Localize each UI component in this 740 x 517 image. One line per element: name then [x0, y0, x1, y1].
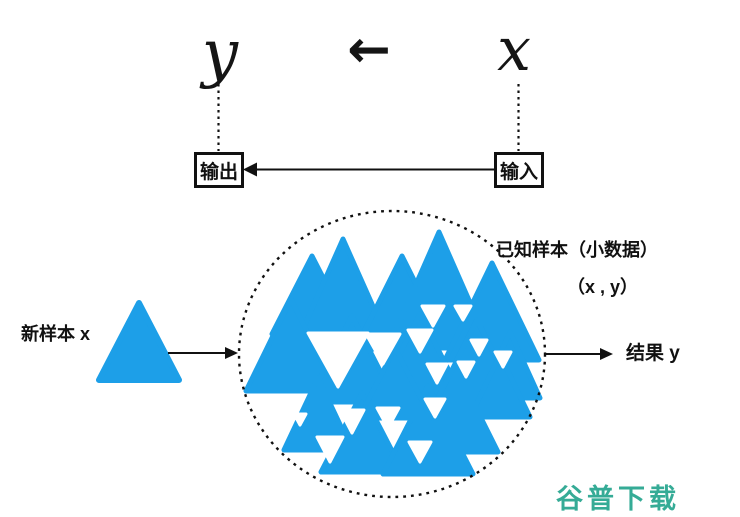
- new-sample-shape: [96, 300, 182, 383]
- output-box-label: 输出: [199, 161, 238, 183]
- gap-triangle: [407, 440, 433, 464]
- gap-triangle: [306, 331, 370, 389]
- cluster-gaps: [292, 304, 513, 464]
- new-sample-label: 新样本 x: [21, 324, 91, 344]
- math-input-variable: x: [497, 15, 531, 85]
- known-samples-label: 已知样本（小数据）: [496, 240, 658, 260]
- gap-triangle: [315, 435, 345, 464]
- gap-triangle: [456, 360, 476, 379]
- known-samples-cluster: [243, 229, 543, 477]
- gap-triangle: [469, 338, 489, 357]
- gap-triangle: [406, 328, 434, 354]
- gap-triangle: [375, 406, 401, 430]
- sample-triangle: [318, 390, 406, 475]
- input-box: 输入: [494, 152, 544, 188]
- arrow-newsample-head: [225, 347, 238, 359]
- sample-triangle: [467, 352, 533, 420]
- gap-triangle: [364, 332, 402, 366]
- arrow-input-to-output-head: [243, 162, 257, 177]
- gap-triangle: [423, 397, 447, 419]
- math-output-variable: y: [201, 17, 239, 91]
- gap-triangle: [420, 304, 446, 328]
- gap-triangle: [425, 362, 449, 385]
- input-box-label: 输入: [499, 161, 538, 183]
- new-sample-triangle: [96, 300, 182, 383]
- sample-triangle: [423, 377, 501, 455]
- result-label: 结果 y: [626, 343, 680, 364]
- gap-triangle: [493, 350, 513, 369]
- gap-triangle: [292, 412, 308, 427]
- arrow-result-head: [600, 348, 613, 360]
- gap-triangle: [453, 304, 473, 322]
- gap-triangle: [338, 408, 366, 435]
- sample-pair-label: （x , y）: [567, 277, 639, 297]
- left-arrow-icon: ←: [347, 20, 391, 80]
- output-box: 输出: [194, 152, 244, 188]
- watermark-logo: 谷普下载: [556, 484, 680, 514]
